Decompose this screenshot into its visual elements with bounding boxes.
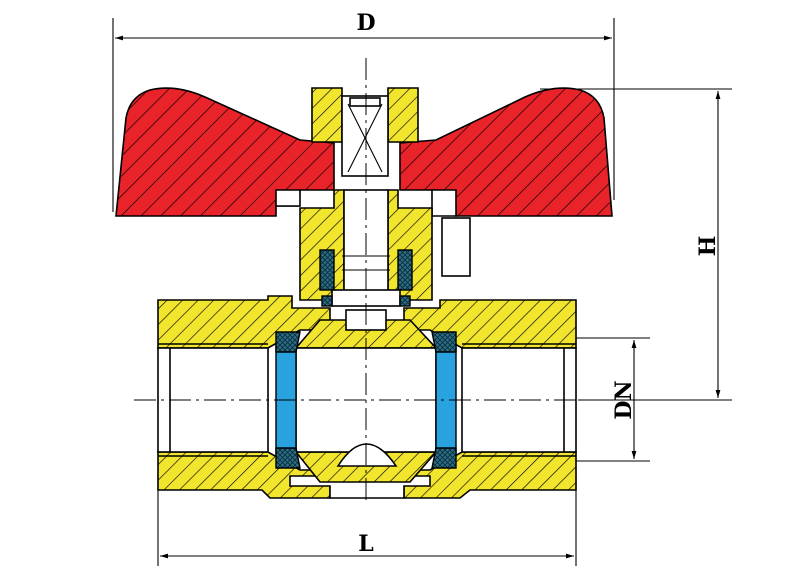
dimension-h: H xyxy=(540,88,732,401)
dimension-label-d: D xyxy=(356,10,375,36)
dimension-label-l: L xyxy=(358,531,373,557)
dimension-d: D xyxy=(112,10,615,212)
dimension-label-dn: DN xyxy=(611,380,637,419)
butterfly-handle xyxy=(115,87,613,217)
stem-nut xyxy=(311,87,419,177)
handle-left-wing xyxy=(115,87,335,217)
handle-right-wing xyxy=(399,87,613,217)
dimension-label-h: H xyxy=(695,236,721,257)
center-lines xyxy=(134,58,598,500)
